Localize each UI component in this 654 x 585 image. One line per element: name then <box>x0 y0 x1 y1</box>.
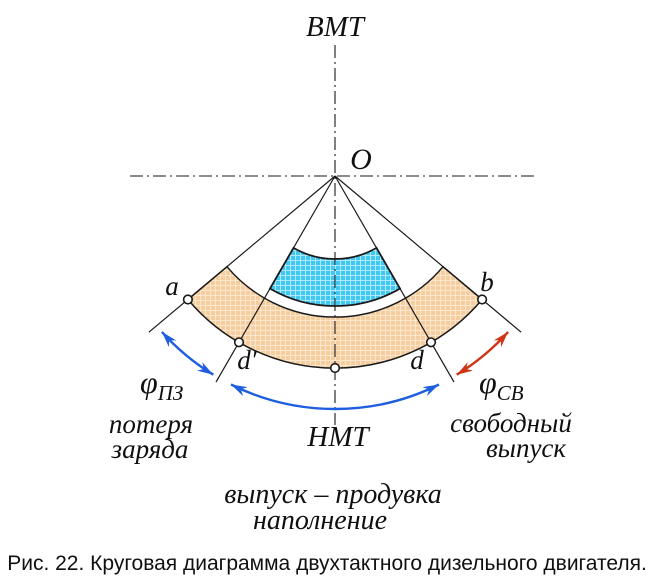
point-bdc-marker <box>329 362 341 374</box>
line-O-d <box>334 175 455 383</box>
bottom-phase-line1: выпуск – продувка <box>224 479 441 510</box>
phi-sv-subscript: СВ <box>497 381 524 405</box>
phi-pz-subscript: ПЗ <box>157 381 184 405</box>
phi-pz-arrow <box>161 331 214 376</box>
scavenge-span-arrow <box>230 383 440 411</box>
point-a-marker <box>182 294 193 305</box>
exhaust-scavenge-band <box>186 265 484 369</box>
figure-caption: Рис. 22. Круговая диаграмма двухтактного… <box>7 552 647 575</box>
crank-circle-points <box>182 294 488 374</box>
charge-loss-line1: потеря <box>109 409 193 439</box>
phi-sv-label: φСВ <box>479 364 524 405</box>
point-d-prime-label: d′ <box>237 345 258 375</box>
phi-sv-symbol: φ <box>479 364 497 400</box>
point-b-marker <box>477 294 488 305</box>
bdc-label: НМТ <box>306 421 370 453</box>
bottom-phase-line2: наполнение <box>253 505 387 536</box>
crank-angle-lines <box>148 175 522 383</box>
point-d-prime-marker <box>233 337 245 348</box>
line-O-d-prime <box>215 175 336 383</box>
phi-sv-arrow <box>456 331 509 376</box>
line-O-b <box>334 175 522 333</box>
tdc-label: ВМТ <box>306 11 366 43</box>
center-O-label: O <box>350 143 372 176</box>
free-exhaust-line1: свободный <box>450 408 572 438</box>
point-d-label: d <box>410 345 424 375</box>
phi-pz-symbol: φ <box>140 364 158 400</box>
free-exhaust-line2: выпуск <box>486 433 566 463</box>
point-b-label: b <box>480 267 494 297</box>
point-d-marker <box>425 337 437 348</box>
charge-loss-line2: заряда <box>111 434 189 464</box>
phi-pz-label: φПЗ <box>140 364 183 405</box>
point-a-label: a <box>165 271 179 301</box>
line-O-a <box>148 175 336 333</box>
